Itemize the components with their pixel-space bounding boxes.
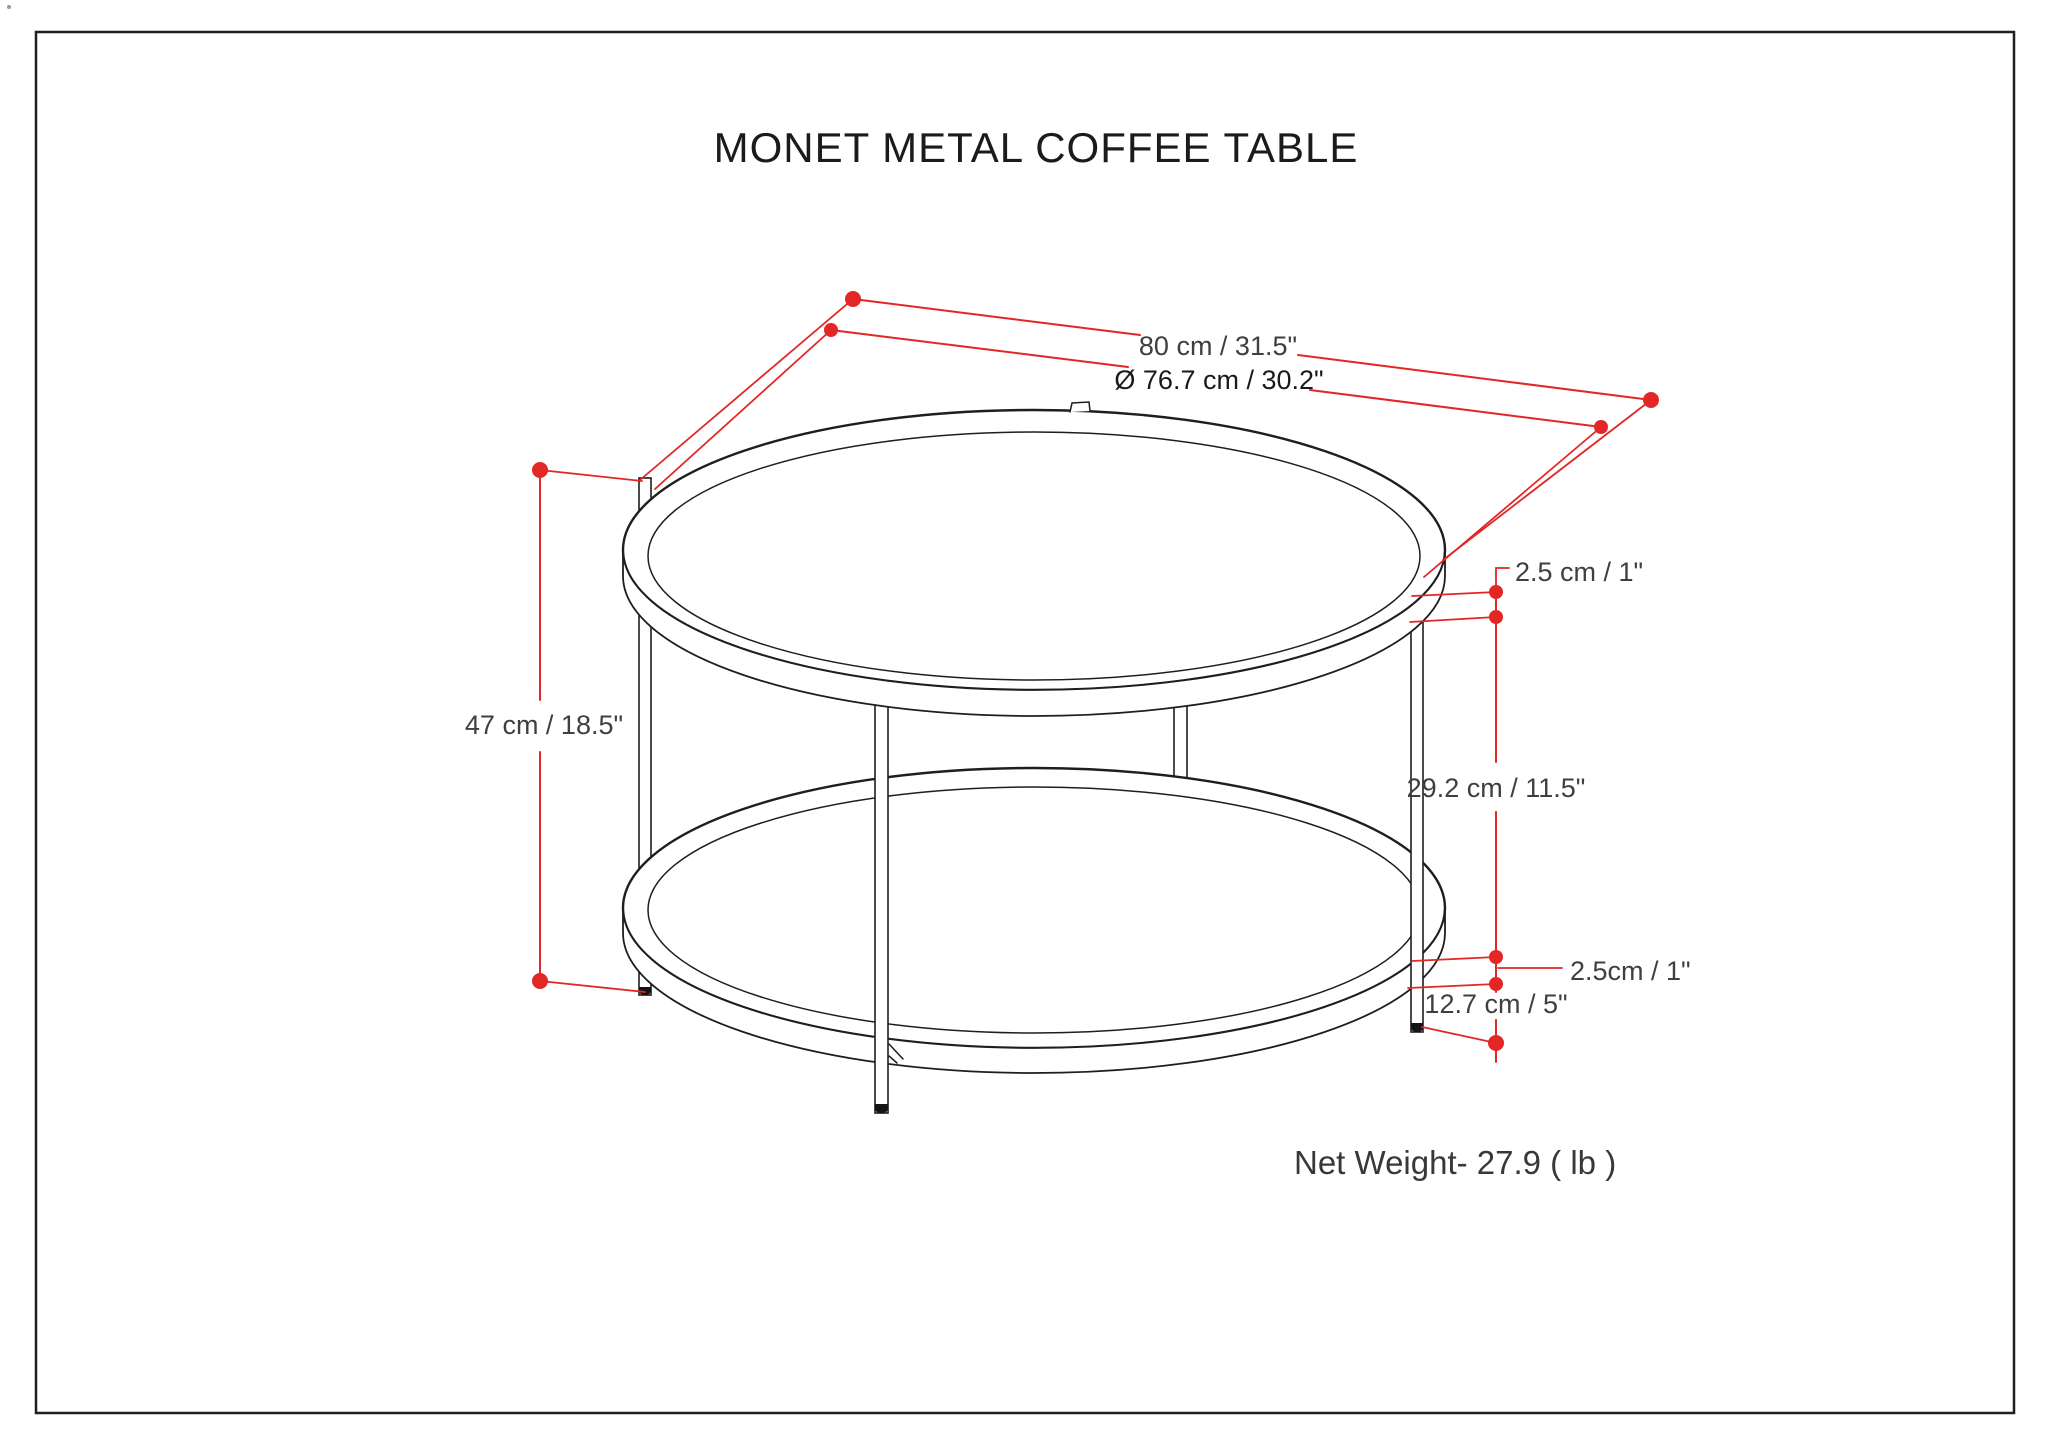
dim-right-column (1407, 567, 1563, 1063)
label-floor-clearance: 12.7 cm / 5" (1424, 989, 1567, 1019)
label-overall-width: 80 cm / 31.5" (1139, 331, 1297, 361)
net-weight-text: Net Weight- 27.9 ( lb ) (1294, 1144, 1616, 1181)
dim-overall-width (639, 298, 1652, 561)
front-leg-bracket (888, 1043, 904, 1060)
label-top-to-shelf: 29.2 cm / 11.5" (1407, 773, 1586, 803)
corner-artifact-dot (7, 5, 11, 9)
right-leg (1410, 584, 1424, 1033)
label-top-diameter: Ø 76.7 cm / 30.2" (1114, 365, 1323, 395)
lower-shelf (621, 766, 1447, 1074)
page-border-frame (34, 30, 2016, 1415)
shelf-outer-ellipse (621, 766, 1447, 1050)
shelf-rim-band (622, 907, 1446, 1074)
dim-overall-height (539, 469, 646, 993)
label-overall-height: 47 cm / 18.5" (465, 710, 623, 740)
label-top-thickness: 2.5 cm / 1" (1515, 557, 1643, 587)
table-top (621, 401, 1447, 717)
dimension-dots (532, 291, 1659, 1051)
right-foot-cap (1411, 1023, 1423, 1032)
front-leg (874, 659, 904, 1114)
top-rim-band (622, 549, 1446, 717)
top-inner-ellipse (647, 431, 1421, 681)
top-notch (1069, 401, 1091, 413)
back-left-foot-cap (639, 987, 651, 995)
label-shelf-thickness: 2.5cm / 1" (1570, 956, 1691, 986)
table-drawing (621, 401, 1447, 1114)
page-title: MONET METAL COFFEE TABLE (714, 124, 1359, 171)
front-leg-bracket-2 (888, 1055, 898, 1064)
dimension-lines (539, 298, 1652, 1063)
front-foot-cap (875, 1104, 888, 1113)
dim-top-diameter (654, 329, 1602, 578)
top-outer-ellipse (621, 408, 1447, 692)
